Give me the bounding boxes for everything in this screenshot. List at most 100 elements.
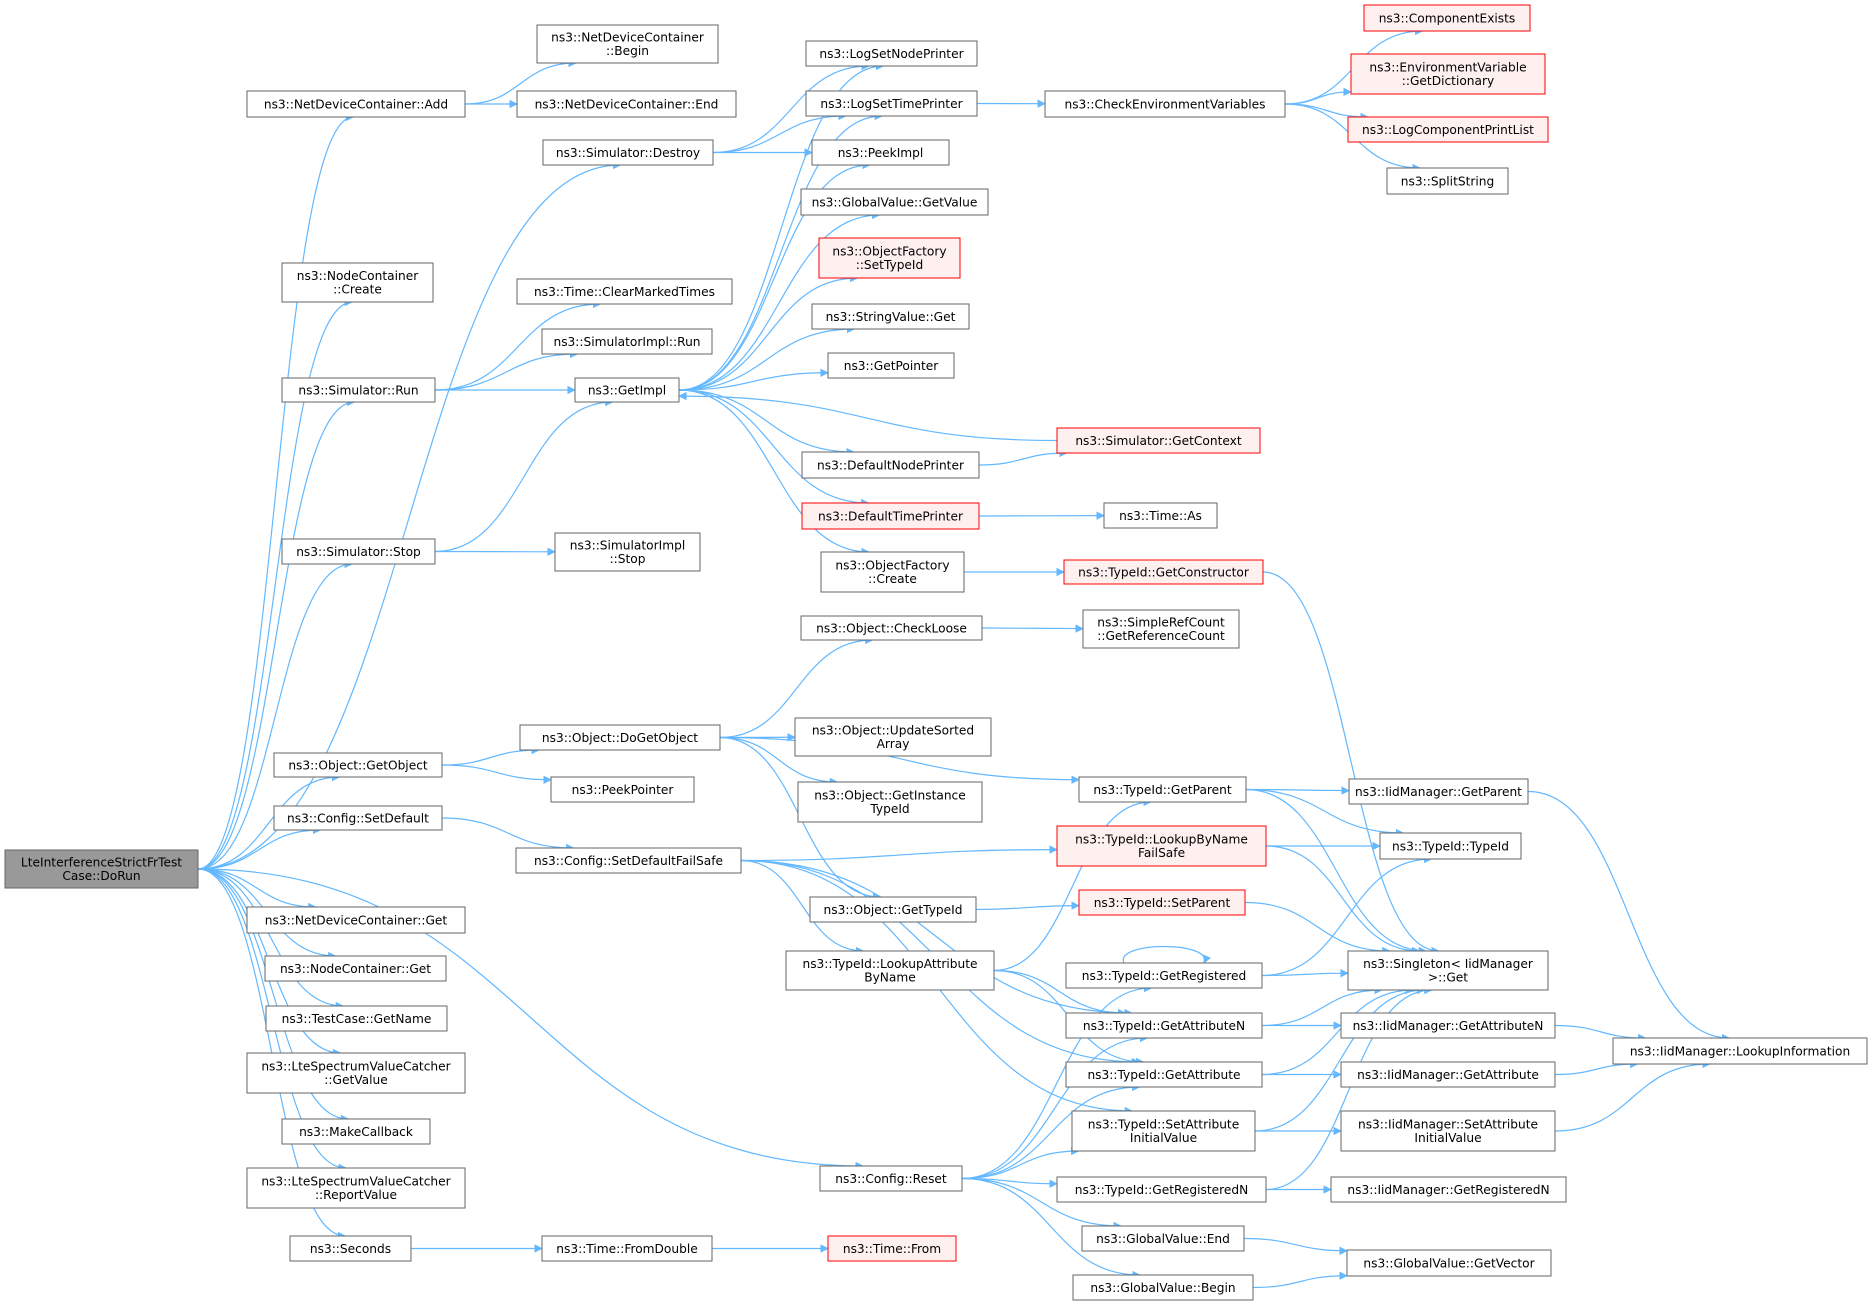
node-label: ns3::TypeId::GetAttributeN bbox=[1083, 1019, 1245, 1033]
function-node-config-setdefault[interactable]: ns3::Config::SetDefault bbox=[273, 805, 443, 831]
function-node-ndc-add[interactable]: ns3::NetDeviceContainer::Add bbox=[246, 90, 466, 118]
node-box bbox=[281, 538, 436, 565]
call-edge-obj_checkloose-to-simplerefcount bbox=[981, 624, 1084, 633]
function-node-sim-run[interactable]: ns3::Simulator::Run bbox=[281, 377, 436, 403]
function-node-component-exists[interactable]: ns3::ComponentExists bbox=[1363, 4, 1531, 32]
function-node-default-node-printer[interactable]: ns3::DefaultNodePrinter bbox=[801, 451, 980, 479]
call-edge-sim_run-to-simimpl_run bbox=[434, 349, 579, 391]
function-node-of-settypeid[interactable]: ns3::ObjectFactory::SetTypeId bbox=[818, 237, 961, 279]
node-box bbox=[809, 896, 977, 923]
function-node-log-node-printer[interactable]: ns3::LogSetNodePrinter bbox=[805, 40, 978, 67]
function-node-peekpointer[interactable]: ns3::PeekPointer bbox=[550, 776, 695, 803]
function-node-singleton-get[interactable]: ns3::Singleton< IidManager >::Get bbox=[1347, 950, 1549, 991]
function-node-getimpl[interactable]: ns3::GetImpl bbox=[574, 377, 680, 403]
call-edge-typeid_getattributen-to-singleton_get bbox=[1261, 985, 1383, 1027]
function-node-log-time-printer[interactable]: ns3::LogSetTimePrinter bbox=[805, 90, 978, 117]
node-label: ns3::TypeId::LookupByName bbox=[1075, 833, 1248, 847]
function-node-iid-setattrinit[interactable]: ns3::IidManager::SetAttributeInitialValu… bbox=[1340, 1110, 1556, 1152]
function-node-iid-getattributen[interactable]: ns3::IidManager::GetAttributeN bbox=[1340, 1012, 1556, 1039]
node-box bbox=[800, 615, 983, 641]
call-edge-obj_getobject-to-obj_dogetobject bbox=[441, 745, 540, 766]
function-node-getpointer[interactable]: ns3::GetPointer bbox=[827, 352, 955, 379]
function-node-obj-getobject[interactable]: ns3::Object::GetObject bbox=[273, 752, 443, 778]
function-node-time-clear[interactable]: ns3::Time::ClearMarkedTimes bbox=[516, 278, 733, 305]
call-edge-typeid_lookupattr-to-typeid_getattributen bbox=[993, 969, 1127, 1018]
node-box bbox=[1340, 1012, 1556, 1039]
node-label: ns3::Object::CheckLoose bbox=[816, 621, 967, 635]
function-node-typeid-getattribute[interactable]: ns3::TypeId::GetAttribute bbox=[1065, 1061, 1263, 1088]
function-node-typeid-getregistered[interactable]: ns3::TypeId::GetRegistered bbox=[1065, 962, 1263, 989]
call-edge-config_reset-to-typeid_getattributen bbox=[961, 1033, 1149, 1180]
function-node-ltesvc-getvalue[interactable]: ns3::LteSpectrumValueCatcher::GetValue bbox=[246, 1052, 466, 1094]
function-node-time-from[interactable]: ns3::Time::From bbox=[827, 1235, 957, 1262]
node-label: ns3::Config::SetDefaultFailSafe bbox=[534, 854, 723, 868]
function-node-iid-getregisteredn[interactable]: ns3::IidManager::GetRegisteredN bbox=[1330, 1176, 1567, 1203]
node-box bbox=[1363, 4, 1531, 32]
function-node-ltesvc-reportvalue[interactable]: ns3::LteSpectrumValueCatcher::ReportValu… bbox=[246, 1167, 466, 1209]
function-node-time-fromdouble[interactable]: ns3::Time::FromDouble bbox=[541, 1235, 713, 1262]
node-label: ns3::LogComponentPrintList bbox=[1362, 123, 1534, 137]
function-node-check-env[interactable]: ns3::CheckEnvironmentVariables bbox=[1044, 90, 1286, 118]
function-node-simimpl-stop[interactable]: ns3::SimulatorImpl::Stop bbox=[554, 532, 701, 572]
node-label: ns3::DefaultTimePrinter bbox=[818, 509, 964, 523]
call-edge-root-to-testcase_getname bbox=[197, 868, 345, 1011]
function-node-ndc-end[interactable]: ns3::NetDeviceContainer::End bbox=[516, 90, 737, 118]
call-edge-ndc_add-to-ndc_begin bbox=[464, 58, 577, 105]
function-node-default-time-printer[interactable]: ns3::DefaultTimePrinter bbox=[801, 502, 980, 530]
call-edge-config_setdefaultfailsafe-to-typeid_lookupbyname bbox=[740, 845, 1058, 862]
function-node-typeid-getattributen[interactable]: ns3::TypeId::GetAttributeN bbox=[1065, 1012, 1263, 1039]
function-node-sim-getcontext[interactable]: ns3::Simulator::GetContext bbox=[1056, 427, 1261, 454]
function-node-sim-destroy[interactable]: ns3::Simulator::Destroy bbox=[542, 139, 714, 166]
node-layer: LteInterferenceStrictFrTestCase::DoRunns… bbox=[4, 4, 1868, 1301]
function-node-iid-lookupinfo[interactable]: ns3::IidManager::LookupInformation bbox=[1612, 1037, 1868, 1065]
function-node-config-reset[interactable]: ns3::Config::Reset bbox=[819, 1165, 963, 1192]
function-node-gv-getvalue[interactable]: ns3::GlobalValue::GetValue bbox=[800, 188, 989, 216]
function-node-time-as[interactable]: ns3::Time::As bbox=[1103, 502, 1218, 529]
function-node-typeid-getparent[interactable]: ns3::TypeId::GetParent bbox=[1078, 776, 1247, 803]
node-label: ns3::Time::FromDouble bbox=[556, 1242, 697, 1256]
function-node-stringvalue-get[interactable]: ns3::StringValue::Get bbox=[811, 303, 970, 330]
function-node-env-getdict[interactable]: ns3::EnvironmentVariable::GetDictionary bbox=[1350, 53, 1546, 95]
function-node-makecallback[interactable]: ns3::MakeCallback bbox=[281, 1118, 431, 1145]
function-node-nc-create[interactable]: ns3::NodeContainer::Create bbox=[281, 262, 434, 303]
function-node-split-string[interactable]: ns3::SplitString bbox=[1386, 167, 1509, 195]
function-node-of-create[interactable]: ns3::ObjectFactory::Create bbox=[820, 551, 965, 593]
function-node-ndc-begin[interactable]: ns3::NetDeviceContainer::Begin bbox=[536, 24, 719, 64]
function-node-simplerefcount[interactable]: ns3::SimpleRefCount::GetReferenceCount bbox=[1082, 609, 1240, 649]
node-label: ns3::PeekPointer bbox=[572, 783, 675, 797]
node-label: InitialValue bbox=[1414, 1131, 1481, 1145]
node-label: ns3::IidManager::GetRegisteredN bbox=[1347, 1183, 1549, 1197]
function-node-gv-getvector[interactable]: ns3::GlobalValue::GetVector bbox=[1346, 1249, 1552, 1277]
function-node-typeid-getregisteredn[interactable]: ns3::TypeId::GetRegisteredN bbox=[1056, 1176, 1267, 1203]
function-node-sim-stop[interactable]: ns3::Simulator::Stop bbox=[281, 538, 436, 565]
function-node-log-print-list[interactable]: ns3::LogComponentPrintList bbox=[1347, 116, 1549, 143]
function-node-nc-get[interactable]: ns3::NodeContainer::Get bbox=[264, 955, 447, 982]
node-box bbox=[800, 188, 989, 216]
node-label: ns3::SplitString bbox=[1401, 174, 1494, 188]
node-box bbox=[516, 278, 733, 305]
function-node-ndc-get[interactable]: ns3::NetDeviceContainer::Get bbox=[246, 906, 466, 934]
function-node-testcase-getname[interactable]: ns3::TestCase::GetName bbox=[265, 1005, 448, 1032]
call-edge-root-to-sim_stop bbox=[197, 559, 354, 870]
function-node-peekimpl[interactable]: ns3::PeekImpl bbox=[811, 139, 950, 166]
function-node-simimpl-run[interactable]: ns3::SimulatorImpl::Run bbox=[541, 328, 713, 355]
function-node-obj-checkloose[interactable]: ns3::Object::CheckLoose bbox=[800, 615, 983, 641]
function-node-obj-gettypeid[interactable]: ns3::Object::GetTypeId bbox=[809, 896, 977, 923]
function-node-gv-end[interactable]: ns3::GlobalValue::End bbox=[1081, 1225, 1245, 1252]
function-node-iid-getattribute[interactable]: ns3::IidManager::GetAttribute bbox=[1340, 1061, 1556, 1088]
function-node-typeid-typeid[interactable]: ns3::TypeId::TypeId bbox=[1379, 832, 1522, 860]
function-node-iid-getparent[interactable]: ns3::IidManager::GetParent bbox=[1348, 778, 1529, 805]
function-node-gv-begin[interactable]: ns3::GlobalValue::Begin bbox=[1072, 1274, 1254, 1301]
function-node-obj-dogetobject[interactable]: ns3::Object::DoGetObject bbox=[519, 724, 721, 751]
function-node-typeid-setparent[interactable]: ns3::TypeId::SetParent bbox=[1078, 889, 1246, 916]
node-box bbox=[1078, 776, 1247, 803]
function-node-typeid-getconstructor[interactable]: ns3::TypeId::GetConstructor bbox=[1063, 559, 1264, 585]
function-node-config-setdefaultfailsafe[interactable]: ns3::Config::SetDefaultFailSafe bbox=[515, 847, 742, 874]
function-node-seconds[interactable]: ns3::Seconds bbox=[289, 1235, 412, 1262]
